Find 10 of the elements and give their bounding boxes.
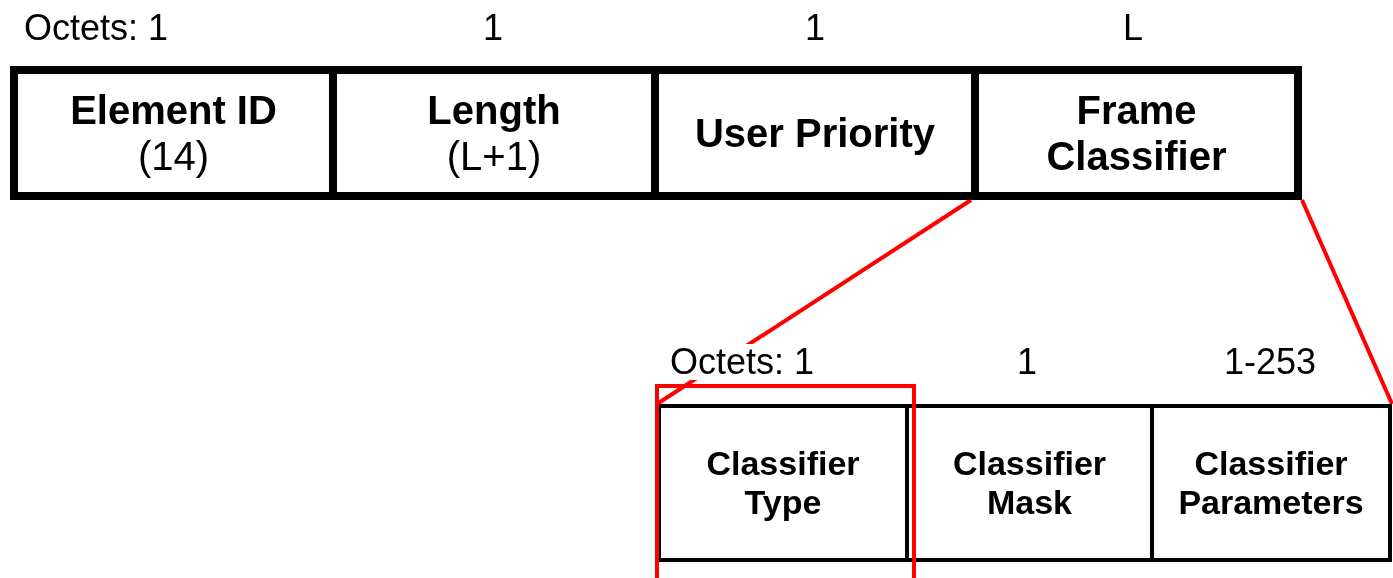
field-name: Classifier Parameters: [1177, 443, 1365, 523]
field-name: Element ID: [69, 87, 278, 133]
field-name: Classifier Mask: [951, 443, 1108, 523]
expansion-line: [1300, 199, 1393, 405]
field-name: Classifier Type: [705, 443, 861, 523]
field-name: Length: [426, 87, 562, 133]
field-name: Frame Classifier: [1045, 87, 1228, 179]
field-name: User Priority: [693, 110, 937, 156]
field-value: (14): [136, 133, 211, 179]
field-value: (L+1): [445, 133, 543, 179]
